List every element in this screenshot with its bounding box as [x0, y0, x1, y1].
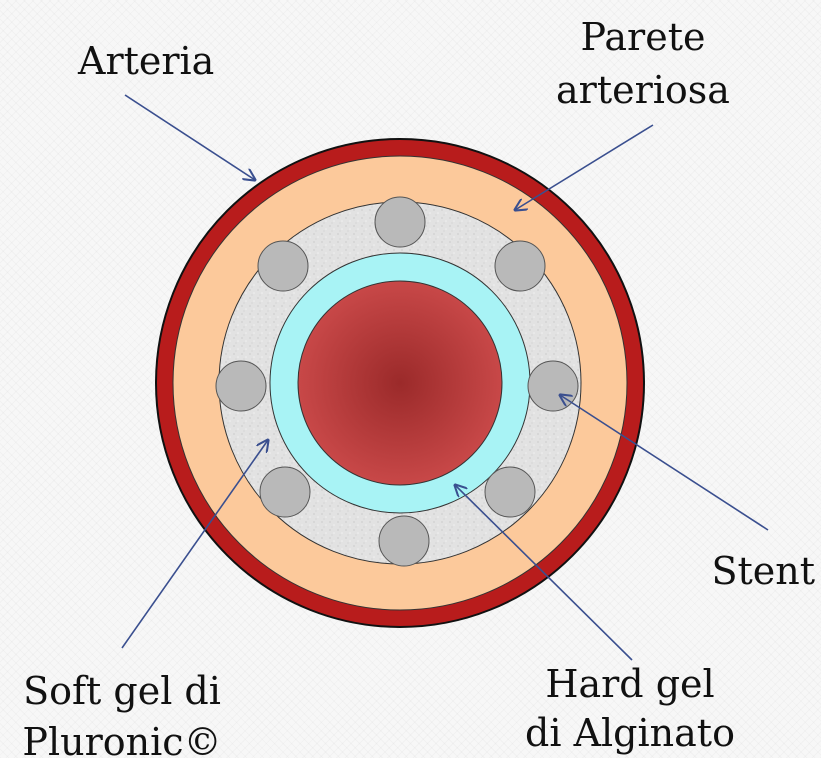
stent-strut — [258, 241, 308, 291]
stent-strut — [375, 197, 425, 247]
stent-strut — [485, 467, 535, 517]
label-parete-line2: arteriosa — [556, 68, 730, 112]
label-hard-gel-line1: Hard gel — [545, 662, 714, 706]
arrow-arteria — [125, 95, 255, 180]
label-stent: Stent — [711, 549, 815, 593]
label-hard-gel-line2: di Alginato — [525, 711, 735, 755]
stent-strut — [379, 516, 429, 566]
stent-strut — [260, 467, 310, 517]
stent-strut — [528, 361, 578, 411]
stent-strut — [216, 361, 266, 411]
lumen — [298, 281, 502, 485]
stent-strut — [495, 241, 545, 291]
label-soft-gel-line1: Soft gel di — [23, 669, 221, 713]
label-soft-gel-line2: Pluronic© — [22, 720, 221, 758]
label-parete-line1: Parete — [581, 15, 706, 59]
label-arteria: Arteria — [77, 39, 214, 83]
arrow-parete-arteriosa — [515, 125, 653, 210]
